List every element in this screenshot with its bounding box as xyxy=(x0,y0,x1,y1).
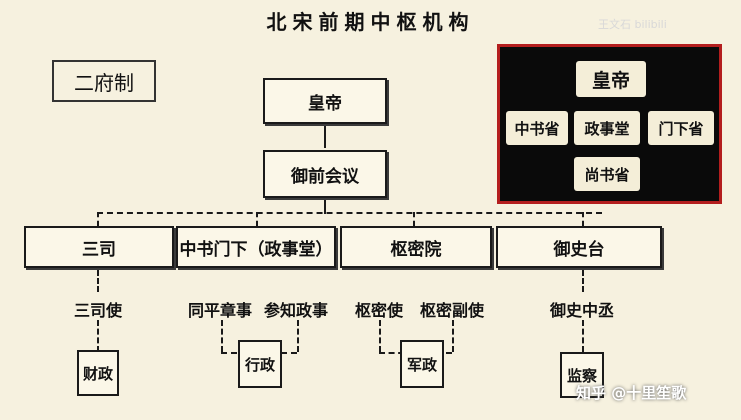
connector-bus-yushi xyxy=(582,212,584,226)
official-shumi-fushi: 枢密副使 xyxy=(419,301,484,320)
node-shumiyuan: 枢密院 xyxy=(340,226,492,268)
official-yushi-zhongcheng: 御史中丞 xyxy=(549,301,614,320)
connector-yushi-func xyxy=(582,320,584,352)
inset-tang-system-panel: 皇帝 中书省 政事堂 门下省 尚书省 xyxy=(497,44,722,204)
connector-sansi-official xyxy=(97,270,99,292)
connector-top-bus xyxy=(97,212,602,214)
connector-shumishi-down xyxy=(379,320,381,352)
connector-yushi-official xyxy=(582,270,584,292)
watermark-top-right: 王文石 bilibili xyxy=(598,18,667,31)
diagram-title: 北宋前期中枢机构 xyxy=(266,10,475,34)
connector-tongping-down xyxy=(221,320,223,352)
connector-council-bus xyxy=(324,198,326,214)
node-council: 御前会议 xyxy=(263,150,387,198)
watermark-bottom-right: 知乎 @十里笙歌 xyxy=(576,384,687,402)
connector-canzhi-down xyxy=(297,320,299,352)
inset-shangshu-sheng: 尚书省 xyxy=(574,157,640,191)
function-xingzheng: 行政 xyxy=(238,340,282,388)
connector-emperor-council xyxy=(324,124,326,148)
function-caizheng: 财政 xyxy=(77,350,119,396)
function-jiancha: 监察 xyxy=(560,352,604,398)
connector-bus-sansi xyxy=(97,212,99,226)
inset-emperor: 皇帝 xyxy=(576,61,646,97)
official-sansi-shi: 三司使 xyxy=(73,301,122,320)
connector-bus-zhongshu xyxy=(256,212,258,226)
node-yushitai: 御史台 xyxy=(496,226,662,268)
node-sansi: 三司 xyxy=(24,226,174,268)
connector-shumifushi-down xyxy=(452,320,454,352)
node-emperor: 皇帝 xyxy=(263,78,387,124)
inset-zhongshu-sheng: 中书省 xyxy=(506,111,568,145)
official-shumi-shi: 枢密使 xyxy=(354,301,403,320)
connector-bus-shumi xyxy=(413,212,415,226)
inset-menxia-sheng: 门下省 xyxy=(648,111,714,145)
function-junzheng: 军政 xyxy=(400,340,444,388)
official-tongping: 同平章事 xyxy=(187,301,252,320)
system-label: 二府制 xyxy=(52,60,156,102)
official-canzhi: 参知政事 xyxy=(263,301,328,320)
connector-sansi-func xyxy=(97,320,99,352)
inset-zhengshitang: 政事堂 xyxy=(574,111,640,145)
node-zhongshu: 中书门下（政事堂） xyxy=(176,226,336,268)
